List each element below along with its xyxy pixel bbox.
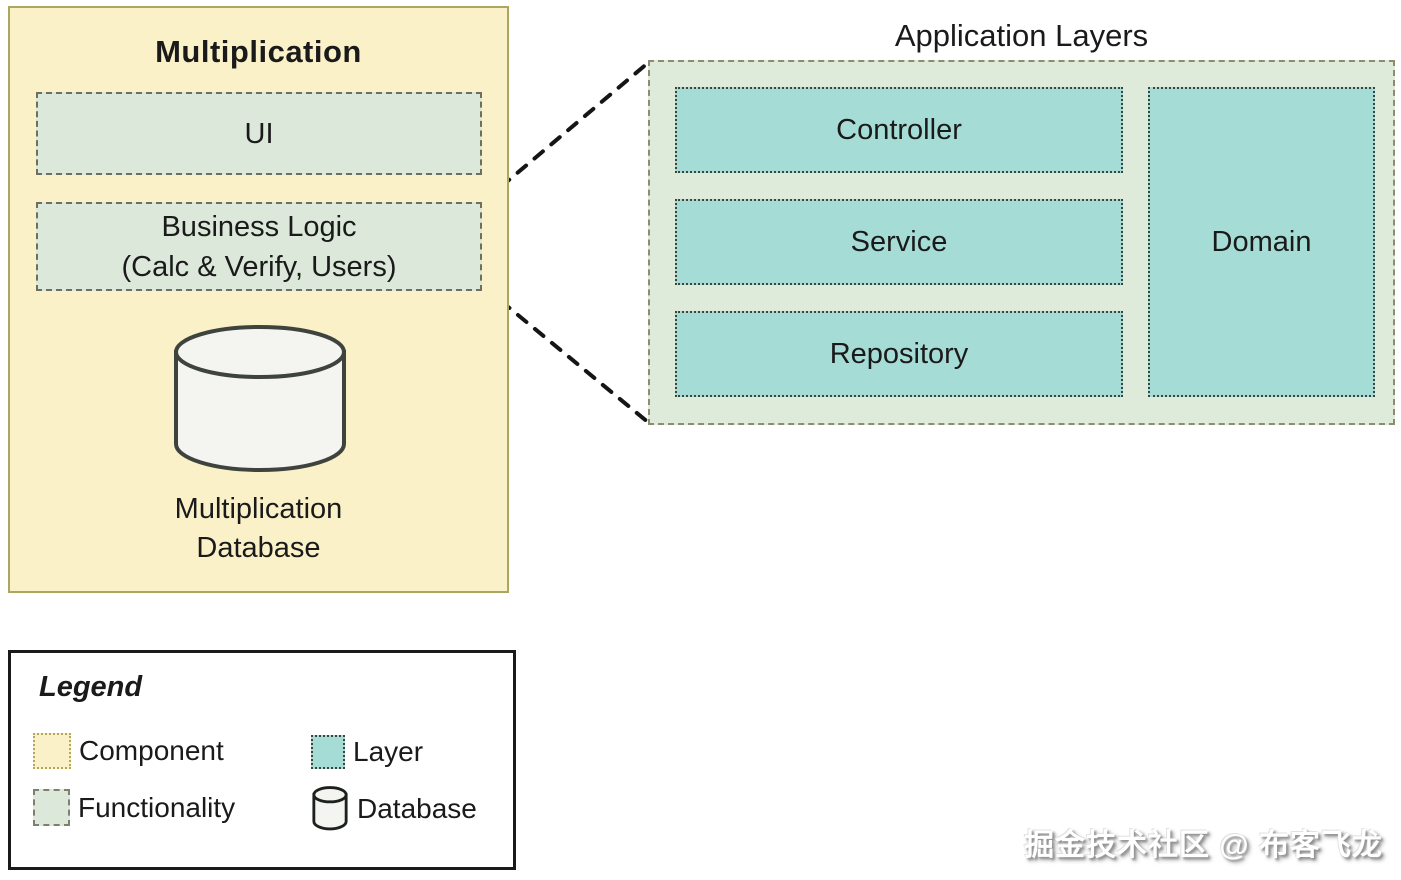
layer-controller: Controller	[675, 87, 1123, 173]
component-swatch-icon	[33, 733, 71, 769]
business-logic-line2: (Calc & Verify, Users)	[121, 250, 397, 283]
watermark-text: 掘金技术社区 @ 布客飞龙	[1024, 829, 1383, 862]
business-logic-line1: Business Logic	[161, 210, 357, 243]
layer-repository-label: Repository	[829, 337, 969, 370]
layer-service: Service	[675, 199, 1123, 285]
legend-box: Legend Component Layer Functionality Dat…	[8, 650, 516, 870]
layer-domain: Domain	[1148, 87, 1375, 397]
database-cylinder-icon	[174, 325, 346, 472]
layer-domain-label: Domain	[1211, 225, 1312, 258]
layer-repository: Repository	[675, 311, 1123, 397]
legend-component-label: Component	[79, 735, 224, 766]
database-legend-icon	[312, 786, 348, 831]
legend-functionality-label: Functionality	[78, 791, 236, 823]
layer-controller-label: Controller	[836, 113, 962, 146]
component-title: Multiplication	[155, 34, 362, 69]
functionality-ui-label: UI	[244, 117, 274, 150]
application-layers-container: Controller Service Repository Domain	[648, 60, 1395, 425]
layer-swatch-icon	[311, 735, 345, 769]
legend-layer-label: Layer	[353, 736, 424, 767]
legend-title: Legend	[39, 671, 143, 703]
functionality-swatch-icon	[33, 789, 70, 826]
application-layers-title: Application Layers	[894, 18, 1149, 53]
layer-service-label: Service	[850, 225, 948, 258]
database-label-line2: Database	[196, 532, 321, 564]
legend-database-label: Database	[357, 792, 477, 824]
legend-item-functionality: Functionality	[33, 789, 235, 826]
database-label-line1: Multiplication	[174, 493, 343, 525]
legend-item-database: Database	[311, 785, 477, 832]
database-label: Multiplication Database	[10, 490, 507, 568]
legend-item-layer: Layer	[311, 735, 423, 769]
legend-item-component: Component	[33, 733, 224, 769]
functionality-ui: UI	[36, 92, 482, 175]
multiplication-component-box: Multiplication UI Business Logic (Calc &…	[8, 6, 509, 593]
functionality-business-logic: Business Logic (Calc & Verify, Users)	[36, 202, 482, 291]
